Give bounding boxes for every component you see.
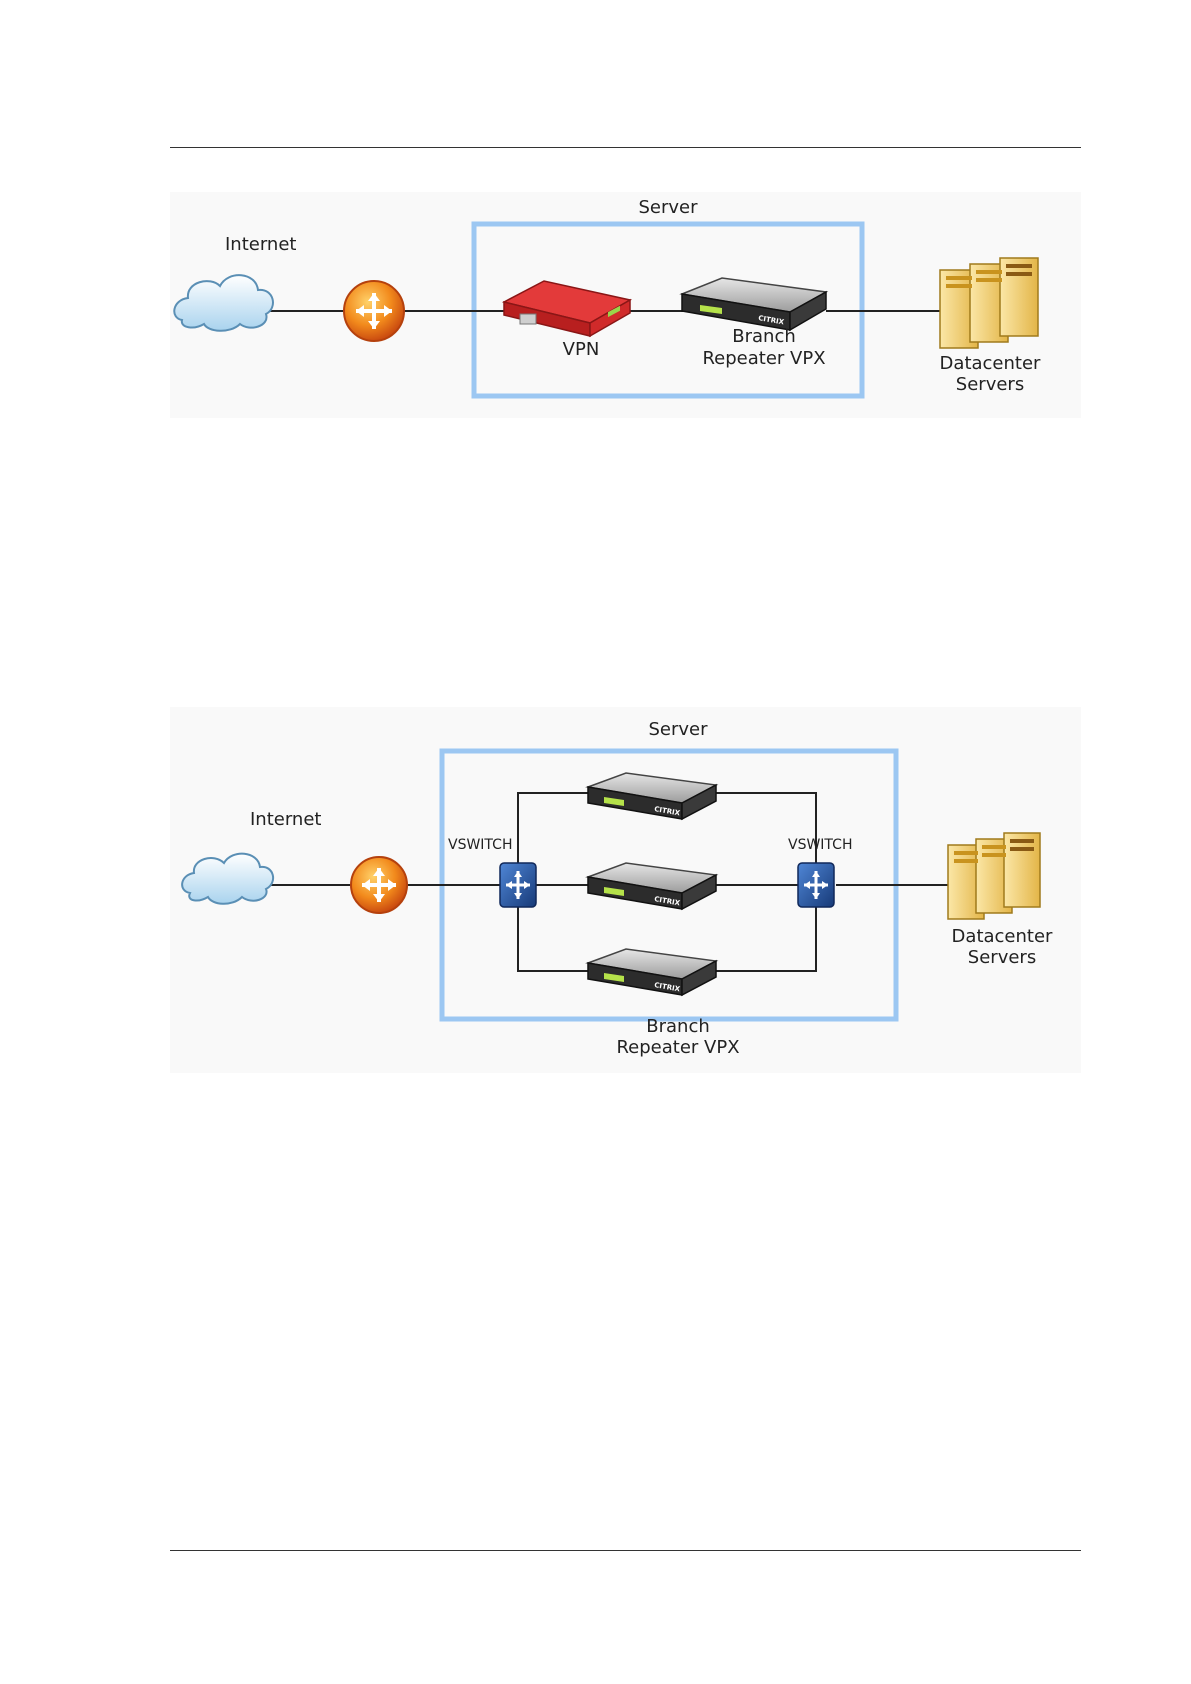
- datacenter-label-line2: Servers: [956, 374, 1024, 395]
- internet-label: Internet: [225, 234, 296, 255]
- vswitch-left-label: VSWITCH: [448, 837, 512, 853]
- vswitch-left-icon: [500, 863, 536, 907]
- datacenter-label-line1: Datacenter: [940, 353, 1041, 374]
- server-label: Server: [638, 197, 698, 218]
- router-icon: [351, 857, 407, 913]
- diagram-vswitch-topology: Server Internet VSWITCH: [170, 705, 1081, 1075]
- vpn-label: VPN: [563, 339, 600, 360]
- vswitch-right-label: VSWITCH: [788, 837, 852, 853]
- header-rule: [170, 147, 1081, 148]
- diagram-vpn-topology: Server Internet VPN CITRIX: [170, 190, 1081, 420]
- datacenter-servers-icon: [940, 258, 1038, 348]
- repeater-label-line1: Branch: [646, 1016, 710, 1037]
- repeater-label-line2: Repeater VPX: [616, 1037, 739, 1058]
- repeater-label-line1: Branch: [732, 326, 796, 347]
- datacenter-servers-icon: [948, 833, 1040, 919]
- repeater-label-line2: Repeater VPX: [702, 348, 825, 369]
- internet-label: Internet: [250, 809, 321, 830]
- datacenter-label-line2: Servers: [968, 947, 1036, 968]
- server-label: Server: [648, 719, 708, 740]
- vswitch-right-icon: [798, 863, 834, 907]
- datacenter-label-line1: Datacenter: [952, 926, 1053, 947]
- footer-rule: [170, 1550, 1081, 1551]
- router-icon: [344, 281, 404, 341]
